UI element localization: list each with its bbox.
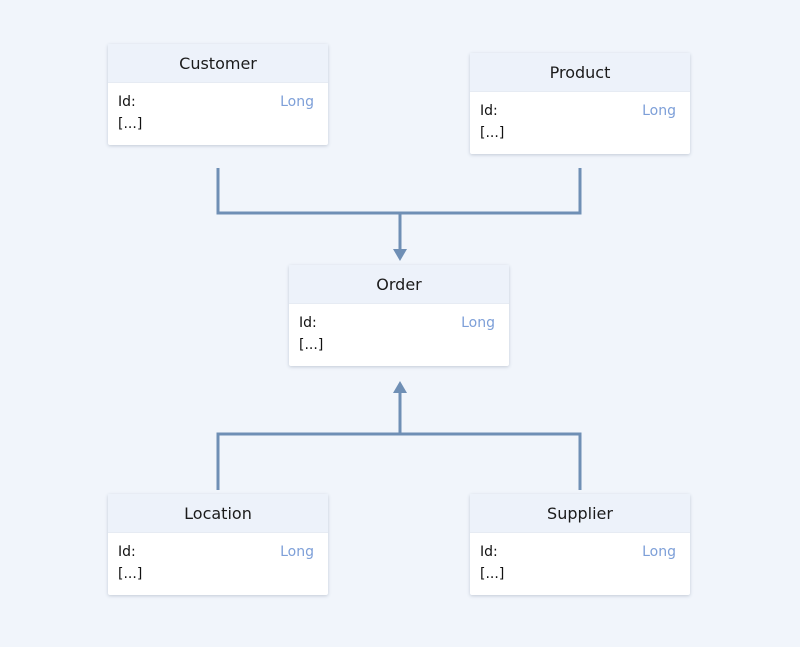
entity-location-title: Location — [108, 494, 328, 533]
field-ellipsis: [...] — [299, 337, 324, 353]
field-id-label: Id: — [118, 94, 136, 110]
entity-product[interactable]: Product Id: Long [...] — [470, 53, 690, 154]
arrowhead-into-order-top — [393, 249, 407, 261]
field-id-label: Id: — [480, 103, 498, 119]
arrowhead-into-order-bottom — [393, 381, 407, 393]
field-id-type: Long — [642, 544, 676, 560]
entity-order-title: Order — [289, 265, 509, 304]
field-ellipsis: [...] — [118, 116, 143, 132]
field-ellipsis: [...] — [118, 566, 143, 582]
field-id-type: Long — [280, 544, 314, 560]
entity-location[interactable]: Location Id: Long [...] — [108, 494, 328, 595]
entity-order[interactable]: Order Id: Long [...] — [289, 265, 509, 366]
field-id-type: Long — [280, 94, 314, 110]
connector-customer-product-to-order — [216, 168, 582, 250]
entity-customer[interactable]: Customer Id: Long [...] — [108, 44, 328, 145]
field-ellipsis: [...] — [480, 566, 505, 582]
field-id-type: Long — [461, 315, 495, 331]
entity-supplier-title: Supplier — [470, 494, 690, 533]
connector-location-supplier-to-order — [216, 392, 582, 490]
entity-product-title: Product — [470, 53, 690, 92]
entity-customer-title: Customer — [108, 44, 328, 83]
entity-supplier[interactable]: Supplier Id: Long [...] — [470, 494, 690, 595]
field-id-label: Id: — [118, 544, 136, 560]
field-id-label: Id: — [480, 544, 498, 560]
field-id-label: Id: — [299, 315, 317, 331]
field-ellipsis: [...] — [480, 125, 505, 141]
field-id-type: Long — [642, 103, 676, 119]
